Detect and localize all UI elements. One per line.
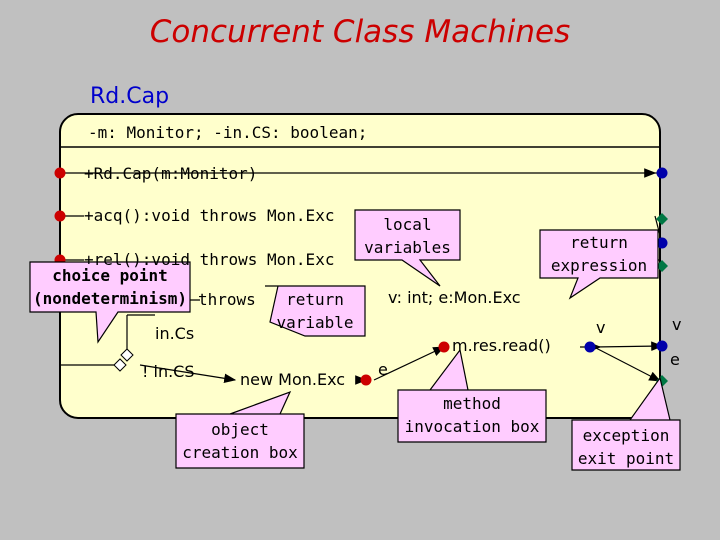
callout-return-variable <box>265 285 366 337</box>
return-dot-read <box>584 341 596 353</box>
callout-line: variables <box>364 238 451 257</box>
callout-line: creation box <box>182 443 298 462</box>
callout-line: object <box>211 420 269 439</box>
callouts <box>29 209 681 471</box>
callout-line: return <box>286 290 344 309</box>
return-dot-acq <box>656 237 668 249</box>
callout-exception-exit <box>571 376 681 471</box>
callout-line: return <box>570 233 628 252</box>
choice-diamond <box>120 348 134 362</box>
invocation-node <box>438 341 450 353</box>
callout-object-creation <box>175 390 305 469</box>
slide-title: Concurrent Class Machines <box>149 14 571 50</box>
callout-line: expression <box>550 256 648 275</box>
callout-line: exception <box>582 426 670 445</box>
callout-line: variable <box>276 313 354 332</box>
callout-method-invocation-text: method invocation box <box>398 392 546 438</box>
callout-line: invocation box <box>404 417 540 436</box>
attribute-list: -m: Monitor; -in.CS: boolean; <box>88 123 368 142</box>
method-constructor: +Rd.Cap(m:Monitor) <box>84 164 258 183</box>
method-rel: +rel():void throws Mon.Exc <box>84 250 335 269</box>
callout-return-expression <box>539 229 659 300</box>
choice-diamond-2 <box>113 358 127 372</box>
callout-choice-point-text: choice point (nondeterminism) <box>30 264 190 310</box>
callout-method-invocation <box>397 348 547 443</box>
entry-dot-constructor <box>54 167 66 179</box>
callout-line: (nondeterminism) <box>32 289 188 308</box>
exception-node <box>360 374 372 386</box>
label-e-2: e <box>670 350 680 369</box>
callout-return-variable-text: return variable <box>265 288 365 334</box>
callout-line: method <box>443 394 501 413</box>
return-dot-constructor <box>656 167 668 179</box>
return-dot-read-exit <box>656 340 668 352</box>
exception-diamond-1 <box>656 213 668 225</box>
label-not-in-cs: ! in.CS <box>142 362 195 381</box>
callout-exception-exit-text: exception exit point <box>572 424 680 470</box>
callout-line: choice point <box>52 266 168 285</box>
label-v-2: v <box>672 315 682 334</box>
class-name: Rd.Cap <box>90 84 170 109</box>
entry-dot-acq <box>54 210 66 222</box>
return-dots <box>584 167 668 353</box>
callout-line: exit point <box>577 449 675 468</box>
method-acq: +acq():void throws Mon.Exc <box>84 206 335 225</box>
callout-return-expression-text: return expression <box>540 231 658 277</box>
exception-diamond-2 <box>656 260 668 272</box>
label-throws: throws <box>198 290 256 309</box>
callout-local-variables-text: local variables <box>355 213 460 259</box>
callout-choice-point <box>29 261 191 344</box>
callout-object-creation-text: object creation box <box>176 418 304 464</box>
label-e-1: e <box>378 360 388 379</box>
label-in-cs: in.Cs <box>155 324 195 343</box>
label-new-mon-exc: new Mon.Exc <box>240 370 346 389</box>
callout-line: local <box>383 215 432 234</box>
method-call-read: m.res.read() <box>452 336 551 355</box>
local-variables-declaration: v: int; e:Mon.Exc <box>388 288 521 307</box>
callout-local-variables <box>354 209 461 287</box>
label-v-1: v <box>596 318 606 337</box>
